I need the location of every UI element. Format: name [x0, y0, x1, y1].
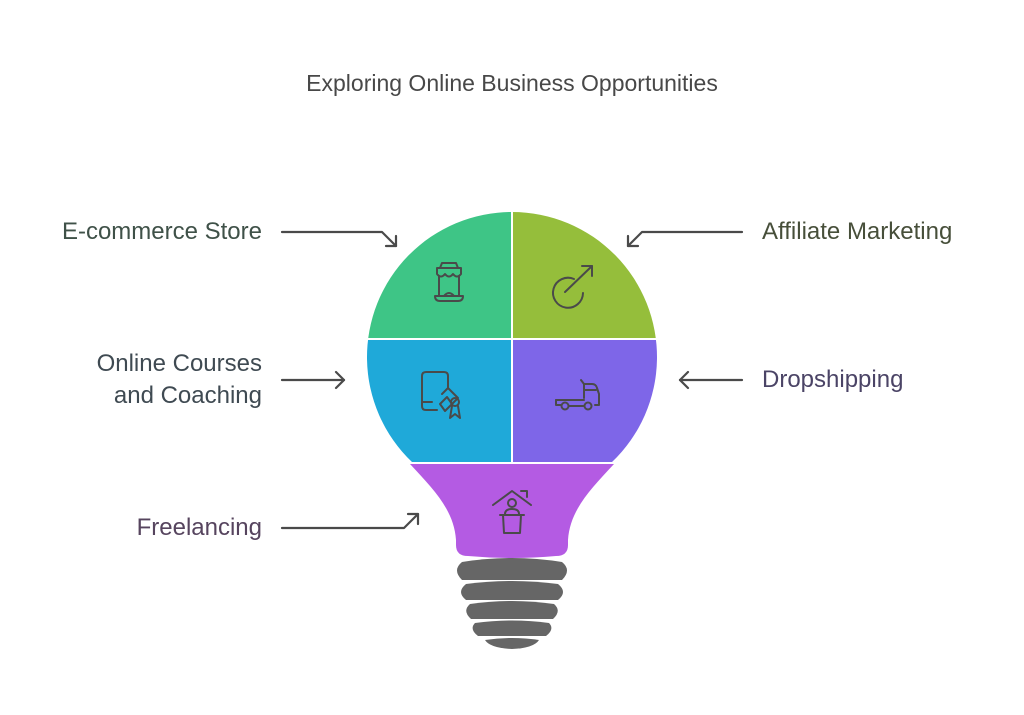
phone-certificate-icon	[421, 371, 461, 419]
label-line: Dropshipping	[762, 366, 904, 393]
diagram-title: Exploring Online Business Opportunities	[306, 70, 718, 96]
segment-freelancing[interactable]	[410, 464, 614, 558]
label-freelancing: Freelancing	[20, 512, 262, 544]
bulb-base	[457, 558, 567, 649]
segment-affiliate[interactable]	[513, 210, 664, 338]
label-dropshipping: Dropshipping	[762, 364, 1012, 396]
arrow-out-of-circle-icon	[552, 265, 593, 309]
label-line: Online Courses	[96, 350, 262, 377]
label-online-courses: Online Courses and Coaching	[20, 348, 262, 412]
label-ecommerce-store: E-commerce Store	[20, 216, 262, 248]
label-line: and Coaching	[113, 382, 262, 409]
arrow-affiliate	[626, 230, 744, 248]
label-line: Affiliate Marketing	[762, 218, 953, 245]
arrow-ecommerce	[280, 230, 398, 248]
segment-ecommerce[interactable]	[360, 210, 511, 338]
label-affiliate-marketing: Affiliate Marketing	[762, 216, 1012, 248]
arrow-freelancing	[280, 512, 420, 530]
storefront-icon	[434, 262, 464, 302]
segment-online-courses[interactable]	[360, 340, 511, 462]
segment-dropshipping[interactable]	[513, 340, 664, 462]
label-line: Freelancing	[136, 514, 262, 541]
arrow-dropshipping	[678, 370, 744, 390]
arrow-online-courses	[280, 370, 346, 390]
label-line: E-commerce Store	[61, 218, 262, 245]
home-office-person-icon	[492, 490, 532, 534]
truck-icon	[555, 379, 600, 411]
